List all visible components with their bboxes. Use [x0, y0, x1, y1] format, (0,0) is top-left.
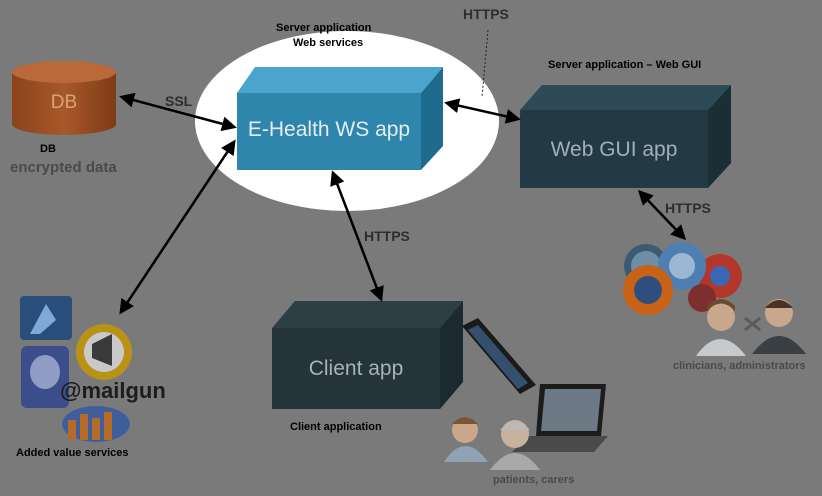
- laptop-icon: [512, 384, 608, 452]
- client-box: [272, 301, 463, 409]
- megaphone-icon: [76, 324, 132, 380]
- ws-caption-line2: Web services: [293, 37, 364, 49]
- web-gui-label: Web GUI app: [550, 138, 678, 161]
- db-label: DB: [50, 92, 78, 113]
- azure-logo-icon: [20, 296, 72, 340]
- clinicians-label: clinicians, administrators: [673, 360, 806, 372]
- connection-arrows: [119, 92, 687, 315]
- carer-icon: [490, 420, 540, 470]
- db-subcaption: encrypted data: [10, 159, 117, 176]
- services-caption: Added value services: [16, 447, 129, 459]
- web-gui-box: [520, 85, 731, 188]
- client-caption: Client application: [290, 421, 382, 433]
- ws-app-label: E-Health WS app: [247, 118, 411, 141]
- ssl-arrow: [119, 92, 237, 132]
- https-client-label: HTTPS: [364, 228, 410, 244]
- database-icon: [12, 61, 116, 135]
- web-gui-caption: Server application – Web GUI: [548, 59, 702, 71]
- https-gui-label: HTTPS: [665, 200, 711, 216]
- client-app-label: Client app: [308, 357, 404, 380]
- postgresql-icon: [21, 346, 69, 408]
- administrator-icon: [744, 299, 806, 354]
- ws-services-arrow: [119, 139, 236, 315]
- patient-icon: [444, 417, 488, 462]
- patients-label: patients, carers: [493, 474, 575, 486]
- https-top-label: HTTPS: [463, 6, 509, 22]
- https-leader-line: [481, 29, 489, 98]
- mailgun-icon: @mailgun: [60, 378, 166, 403]
- gui-users-arrow: [637, 189, 687, 241]
- services-logos: [20, 296, 132, 442]
- db-caption: DB: [40, 143, 56, 155]
- browser-logos-icon: [623, 242, 742, 315]
- cloud-icon: [62, 406, 130, 442]
- ws-client-arrow: [330, 170, 384, 302]
- ws-gui-arrow: [444, 98, 521, 124]
- clinician-icon: [696, 299, 746, 356]
- ssl-label: SSL: [165, 93, 193, 109]
- ws-caption-line1: Server application: [276, 22, 372, 34]
- ws-app-box: [237, 67, 443, 170]
- tablet-icon: [462, 318, 536, 394]
